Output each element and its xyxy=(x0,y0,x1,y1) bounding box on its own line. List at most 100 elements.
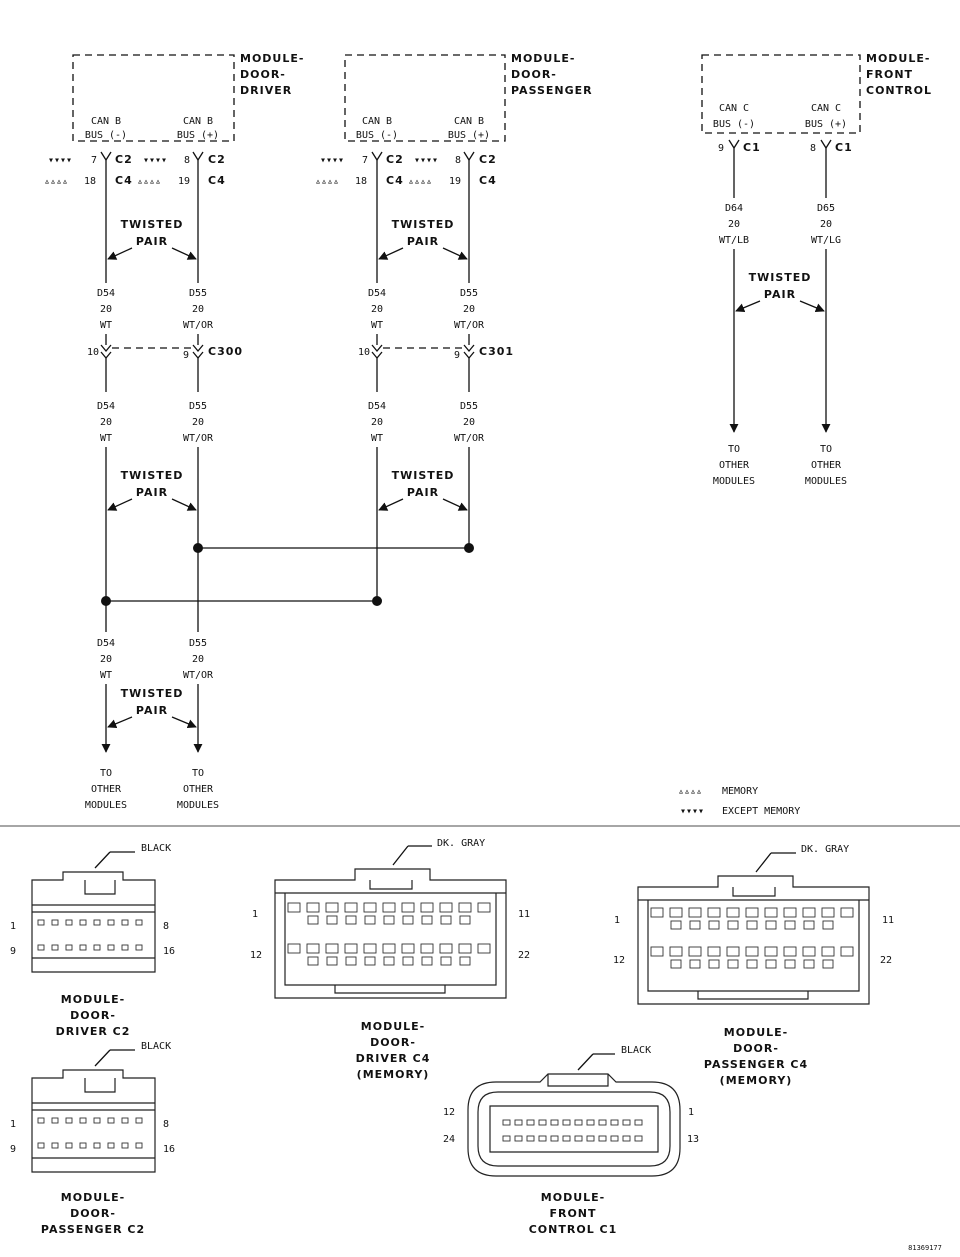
connector-passenger-c4-caption-2: DOOR- xyxy=(733,1042,779,1055)
front-control-right-dest-2: OTHER xyxy=(811,460,842,471)
passenger-d54-code-1: D54 xyxy=(368,288,386,299)
cavity xyxy=(51,944,59,951)
cavity-top xyxy=(726,907,740,918)
cavity xyxy=(93,944,101,951)
connector-passenger-c2-pin-8: 8 xyxy=(163,1119,169,1130)
passenger-c2-label-left: C2 xyxy=(386,153,404,166)
driver-d54-gauge-3: 20 xyxy=(100,654,112,665)
cavity-top xyxy=(650,946,664,957)
connector-driver-c2-pins xyxy=(37,919,143,951)
cavity xyxy=(634,1135,643,1142)
connector-passenger-c2-color: BLACK xyxy=(141,1041,171,1052)
cavity-top xyxy=(840,907,854,918)
cavity-bottom xyxy=(689,959,701,969)
connector-passenger-c4-pin-22: 22 xyxy=(880,955,892,966)
driver-c4-cavity-left: 18 xyxy=(84,176,96,187)
connector-passenger-c4-pin-1: 1 xyxy=(614,915,620,926)
c300-label: C300 xyxy=(208,345,243,358)
passenger-except-symbol-right: ▾▾▾▾ xyxy=(414,155,438,166)
cavity-bottom xyxy=(708,959,720,969)
c301-cavity-right: 9 xyxy=(454,350,460,361)
cavity-top xyxy=(669,907,683,918)
module-door-driver-name-3: DRIVER xyxy=(240,84,292,97)
cavity xyxy=(37,1142,45,1149)
cavity-bottom xyxy=(765,959,777,969)
passenger-twisted-pair-arrow-left-2 xyxy=(378,498,404,511)
cavity-top xyxy=(707,907,721,918)
front-control-left-dest-1: TO xyxy=(728,444,740,455)
connector-passenger-c4: DK. GRAY 1 11 12 22 MODULE- DOOR- PASSEN… xyxy=(613,844,894,1087)
connector-passenger-c2-pin-16: 16 xyxy=(163,1144,175,1155)
passenger-d55-color-1: WT/OR xyxy=(454,320,485,331)
cavity xyxy=(526,1119,535,1126)
front-control-twisted-pair-arrow-left xyxy=(735,300,761,313)
front-control-left-dest-2: OTHER xyxy=(719,460,750,471)
connector-passenger-c4-pin-12: 12 xyxy=(613,955,625,966)
cavity xyxy=(574,1119,583,1126)
cavity xyxy=(107,1142,115,1149)
connector-front-control-c1-pin-24: 24 xyxy=(443,1134,455,1145)
connector-driver-c2-color-leader xyxy=(94,851,111,869)
cavity-bottom xyxy=(727,959,739,969)
module-door-passenger: MODULE- DOOR- PASSENGER CAN B BUS (-) CA… xyxy=(315,52,592,187)
cavity-top xyxy=(650,907,664,918)
c300-cavity-left: 10 xyxy=(87,347,99,358)
passenger-terminal-left xyxy=(371,151,383,162)
front-control-twisted-pair-label-1: TWISTED xyxy=(749,271,812,284)
cavity xyxy=(502,1135,511,1142)
connector-driver-c2-caption-3: DRIVER C2 xyxy=(56,1025,131,1038)
cavity xyxy=(634,1119,643,1126)
cavity xyxy=(121,1117,129,1124)
driver-d54-code-3: D54 xyxy=(97,638,115,649)
module-door-driver: MODULE- DOOR- DRIVER CAN B BUS (-) CAN B… xyxy=(44,52,303,187)
module-front-control: MODULE- FRONT CONTROL CAN C BUS (-) CAN … xyxy=(701,52,931,154)
cavity xyxy=(37,944,45,951)
cavity-top xyxy=(707,946,721,957)
driver-twisted-pair-arrow-right-2 xyxy=(171,498,197,511)
cavity-top xyxy=(802,907,816,918)
cavity xyxy=(107,1117,115,1124)
front-control-pin-right-label-2: BUS (+) xyxy=(805,119,847,130)
connector-driver-c2-caption-2: DOOR- xyxy=(70,1009,116,1022)
passenger-memory-symbol-left: ▵▵▵▵ xyxy=(315,176,339,187)
cavity-top xyxy=(287,902,301,913)
cavity xyxy=(51,919,59,926)
cavity xyxy=(51,1142,59,1149)
bottom-right-dest-2: OTHER xyxy=(183,784,214,795)
connector-passenger-c4-caption-4: (MEMORY) xyxy=(720,1074,793,1087)
driver-c2-cavity-left: 7 xyxy=(91,155,97,166)
cavity xyxy=(610,1119,619,1126)
driver-d55-code-2: D55 xyxy=(189,401,207,412)
connector-passenger-c2-color-leader xyxy=(94,1049,111,1067)
connector-front-control-c1-caption-3: CONTROL C1 xyxy=(529,1223,618,1236)
bottom-left-dest-2: OTHER xyxy=(91,784,122,795)
passenger-pin-left-label-2: BUS (-) xyxy=(356,130,398,141)
connector-front-control-c1-inner xyxy=(477,1091,671,1167)
cavity xyxy=(121,919,129,926)
cavity-top xyxy=(840,946,854,957)
connector-driver-c4-pin-12: 12 xyxy=(250,950,262,961)
cavity-bottom xyxy=(402,956,414,966)
bottom-twisted-pair-arrow-left xyxy=(107,716,133,729)
connector-driver-c2-latch xyxy=(84,880,116,895)
passenger-terminal-right xyxy=(463,151,475,162)
cavity-bottom xyxy=(440,956,452,966)
cavity-bottom xyxy=(326,915,338,925)
front-control-terminal-left xyxy=(728,139,740,150)
cavity xyxy=(502,1119,511,1126)
connector-driver-c2-color: BLACK xyxy=(141,843,171,854)
cavity-bottom xyxy=(670,959,682,969)
module-front-control-name-1: MODULE- xyxy=(866,52,930,65)
front-control-cavity-right: 8 xyxy=(810,143,816,154)
front-control-cavity-left: 9 xyxy=(718,143,724,154)
driver-c4-label-right: C4 xyxy=(208,174,226,187)
driver-d54-gauge-2: 20 xyxy=(100,417,112,428)
cavity xyxy=(574,1135,583,1142)
connector-front-control-c1-pin-13: 13 xyxy=(687,1134,699,1145)
cavity xyxy=(610,1135,619,1142)
cavity-top xyxy=(726,946,740,957)
cavity-top xyxy=(764,907,778,918)
connector-driver-c4: DK. GRAY 1 11 12 22 MODULE- DOOR- DRIVER… xyxy=(250,838,530,1081)
connector-passenger-c4-color-leader xyxy=(755,852,772,873)
